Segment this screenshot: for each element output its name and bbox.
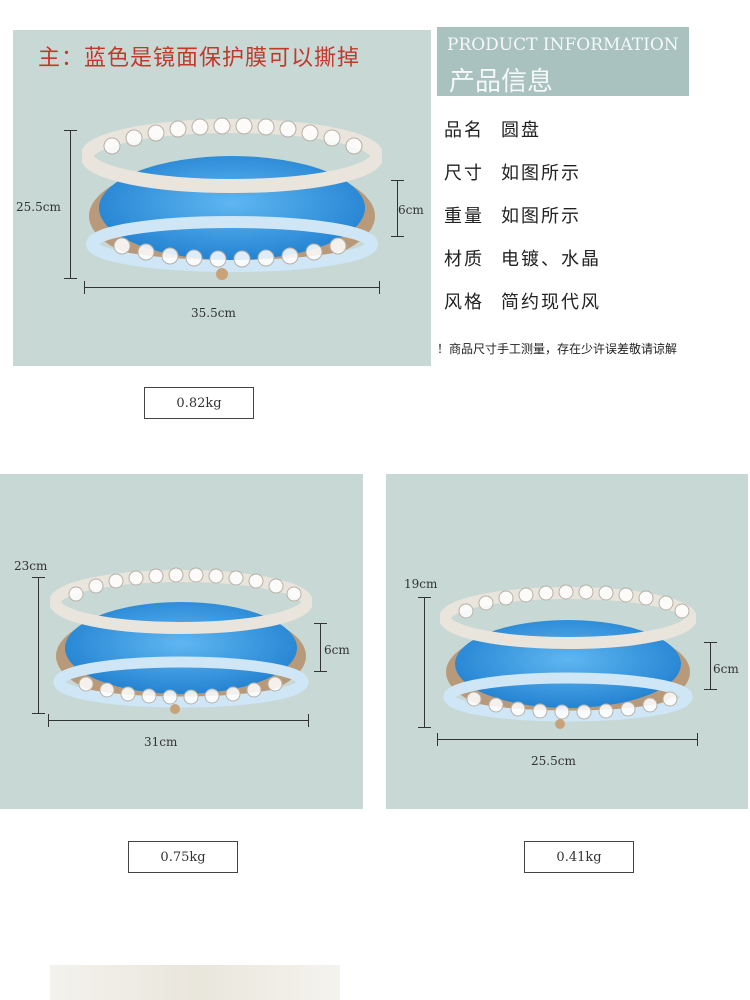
depth-label: 6cm [713,662,739,676]
spec-key: 尺寸 [444,163,484,184]
spec-value: 简约现代风 [501,292,601,313]
width-dimension-cap-right [379,281,380,294]
width-dimension-line [437,739,697,740]
spec-row-size: 尺寸如图所示 [444,159,581,185]
height-label: 23cm [14,559,48,573]
spec-row-material: 材质电镀、水晶 [444,245,601,271]
protective-film-notice: 主：蓝色是镜面保护膜可以撕掉 [38,46,361,71]
depth-dimension-cap-bottom [314,671,327,672]
height-dimension-cap-bottom [32,713,45,714]
depth-label: 6cm [324,643,350,657]
depth-dimension-line [320,623,321,671]
spec-value: 如图所示 [501,163,581,184]
depth-dimension-line [710,642,711,689]
width-label: 25.5cm [531,754,576,768]
measurement-disclaimer: ！商品尺寸手工测量，存在少许误差敬请谅解 [437,342,678,356]
depth-dimension-line [397,180,398,236]
width-dimension-line [84,287,379,288]
width-dimension-cap-right [308,714,309,727]
depth-dimension-cap-top [391,180,404,181]
header-title-zh: 产品信息 [449,67,554,96]
spec-value: 如图所示 [501,206,581,227]
spec-key: 重量 [444,206,484,227]
height-dimension-line [70,130,71,278]
weight-label: 0.41kg [524,841,634,873]
spec-row-weight: 重量如图所示 [444,202,581,228]
depth-dimension-cap-bottom [704,689,717,690]
width-dimension-cap-left [437,733,438,746]
spec-value: 电镀、水晶 [501,249,601,270]
spec-key: 材质 [444,249,484,270]
weight-label: 0.82kg [144,387,254,419]
height-dimension-cap-top [32,577,45,578]
width-dimension-cap-right [697,733,698,746]
depth-label: 6cm [398,203,424,217]
width-dimension-cap-left [84,281,85,294]
product-info-header: PRODUCT INFORMATION 产品信息 [437,27,689,96]
height-label: 25.5cm [16,200,61,214]
height-dimension-cap-top [418,597,431,598]
spec-row-style: 风格简约现代风 [444,288,601,314]
height-label: 19cm [404,577,438,591]
tray-image-large [82,117,382,280]
height-dimension-cap-bottom [64,278,77,279]
width-label: 31cm [144,735,178,749]
height-dimension-cap-top [64,130,77,131]
height-dimension-line [38,577,39,713]
height-dimension-line [424,597,425,727]
tray-image-medium [50,567,312,714]
next-image-partial [50,965,340,1000]
depth-dimension-cap-bottom [391,236,404,237]
spec-key: 品名 [444,120,484,141]
width-dimension-cap-left [48,714,49,727]
depth-dimension-cap-top [314,623,327,624]
tray-image-small [440,584,696,729]
header-title-en: PRODUCT INFORMATION [447,35,679,55]
spec-row-name: 品名圆盘 [444,116,541,142]
height-dimension-cap-bottom [418,727,431,728]
width-label: 35.5cm [191,306,236,320]
weight-label: 0.75kg [128,841,238,873]
spec-value: 圆盘 [501,120,541,141]
width-dimension-line [48,720,308,721]
depth-dimension-cap-top [704,642,717,643]
spec-key: 风格 [444,292,484,313]
